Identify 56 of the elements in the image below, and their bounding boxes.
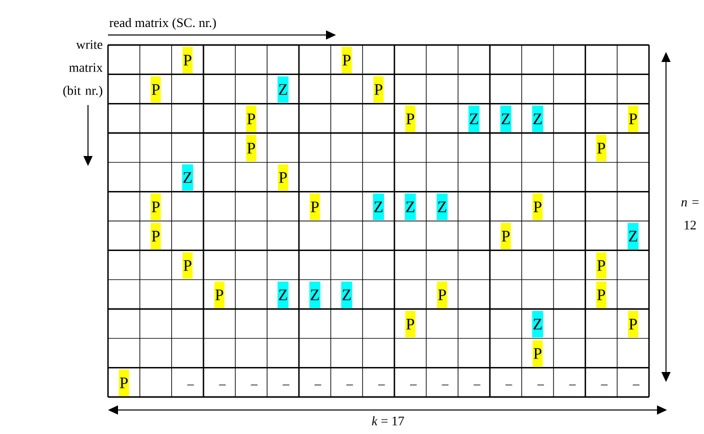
highlighted-letter: Z bbox=[500, 106, 512, 132]
dash-mark: – bbox=[378, 384, 385, 386]
highlighted-letter: Z bbox=[532, 311, 544, 338]
dash-mark: – bbox=[250, 384, 258, 386]
highlighted-letter: P bbox=[405, 106, 416, 132]
highlighted-letter: P bbox=[246, 135, 256, 162]
dash-mark: – bbox=[632, 384, 640, 386]
highlighted-letter: P bbox=[150, 223, 161, 250]
dash-mark: – bbox=[442, 384, 448, 386]
dash-mark: – bbox=[474, 384, 480, 386]
dash-mark: – bbox=[537, 384, 544, 386]
dash-mark: – bbox=[282, 384, 290, 386]
highlighted-letter: Z bbox=[404, 194, 416, 220]
dash-mark: – bbox=[346, 384, 354, 386]
highlighted-letter: Z bbox=[182, 164, 194, 191]
dash-mark: – bbox=[410, 384, 417, 386]
highlighted-letter: Z bbox=[373, 194, 384, 220]
highlighted-letter: P bbox=[182, 252, 193, 279]
highlighted-letter: P bbox=[628, 106, 638, 132]
highlighted-letter: P bbox=[214, 282, 224, 308]
dash-mark: – bbox=[187, 384, 194, 386]
dash-mark: – bbox=[314, 384, 322, 386]
highlighted-letter: Z bbox=[341, 282, 352, 308]
highlighted-letter: P bbox=[532, 340, 543, 367]
dimension-label: k = 17 bbox=[372, 416, 404, 426]
highlighted-letter: P bbox=[310, 194, 320, 220]
highlighted-letter: P bbox=[532, 194, 543, 220]
dash-mark: – bbox=[219, 384, 226, 386]
highlighted-letter: P bbox=[150, 76, 161, 103]
dash-mark: – bbox=[505, 384, 512, 386]
highlighted-letter: P bbox=[628, 311, 638, 338]
highlighted-letter: Z bbox=[278, 282, 289, 308]
highlighted-letter: P bbox=[182, 47, 193, 74]
highlighted-letter: P bbox=[373, 76, 384, 103]
highlighted-letter: P bbox=[500, 223, 511, 250]
dash-mark: – bbox=[569, 384, 576, 386]
dash-mark: – bbox=[600, 384, 608, 386]
highlighted-letter: Z bbox=[309, 282, 320, 308]
highlighted-letter: P bbox=[246, 106, 256, 132]
dimension-label: n = 12 bbox=[681, 200, 698, 230]
axis-label: read matrix (SC. nr.) bbox=[109, 18, 216, 30]
highlighted-letter: P bbox=[278, 164, 288, 191]
highlighted-letter: P bbox=[596, 282, 606, 308]
highlighted-letter: P bbox=[405, 311, 416, 338]
highlighted-letter: P bbox=[118, 370, 129, 396]
highlighted-letter: P bbox=[437, 282, 448, 308]
highlighted-letter: Z bbox=[628, 223, 639, 250]
axis-label: write matrix (bit nr.) bbox=[63, 40, 103, 98]
highlighted-letter: Z bbox=[532, 106, 544, 132]
highlighted-letter: P bbox=[596, 252, 606, 279]
highlighted-letter: Z bbox=[436, 194, 448, 220]
highlighted-letter: P bbox=[150, 194, 161, 220]
highlighted-letter: Z bbox=[278, 76, 289, 103]
highlighted-letter: P bbox=[596, 135, 606, 162]
highlighted-letter: P bbox=[342, 47, 352, 74]
highlighted-letter: Z bbox=[468, 106, 480, 132]
